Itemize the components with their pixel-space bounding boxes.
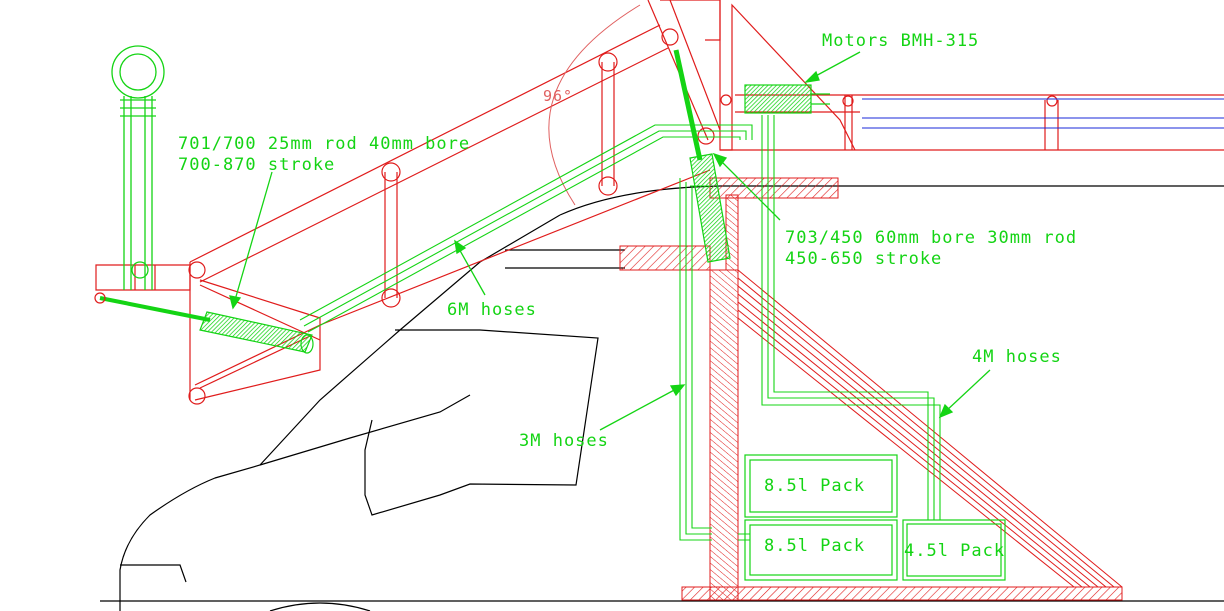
blue-rail [862,98,1224,129]
pack-top-label: 8.5l Pack [764,476,865,496]
pack-small-label: 4.5l Pack [904,541,1005,561]
pack-small-box [902,519,1006,581]
angle-arc [548,4,641,206]
large-cylinder-spec-label: 703/450 60mm bore 30mm rod [785,228,1077,248]
hoses-3m-label: 3M hoses [519,431,609,451]
packs [744,454,1006,581]
small-cylinder-stroke-label: 700-870 stroke [178,155,335,175]
hoses-4m-label: 4M hoses [972,347,1062,367]
large-cylinder [673,49,731,263]
motors-label: Motors BMH-315 [822,31,979,51]
pack-bottom-box [744,519,898,581]
diagonal-brace [737,269,1123,588]
hatched-members [619,177,1123,601]
hoses-6m-label: 6M hoses [447,300,537,320]
pack-bottom-label: 8.5l Pack [764,536,865,556]
boom-arm [95,0,721,405]
angle-label: 96° [543,87,573,105]
small-cylinder-spec-label: 701/700 25mm rod 40mm bore [178,134,470,154]
pack-top-box [744,454,898,518]
hoses [299,115,941,541]
leader-arrows [229,51,991,431]
lift-pole [111,45,165,290]
small-cylinder [94,292,314,354]
large-cylinder-stroke-label: 450-650 stroke [785,249,942,269]
motor-block [744,84,830,114]
